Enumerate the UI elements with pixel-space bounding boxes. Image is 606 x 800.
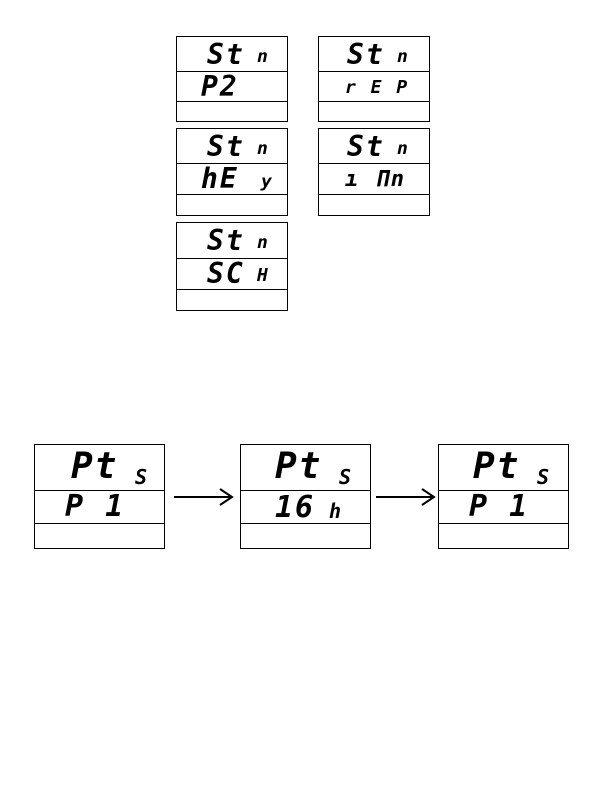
lcd-line2-main: P2 (201, 73, 239, 101)
lcd-panel-pts-p1-end: Pt S P 1 (438, 444, 569, 549)
lcd-line1-sub: n (397, 48, 410, 66)
lcd-panel-stn-imn: St n ı Πn (318, 128, 430, 216)
lcd-line1-sub: S (537, 467, 551, 487)
divider (319, 101, 429, 102)
lcd-line1-sub: n (257, 48, 270, 66)
lcd-panel-stn-hey: St n hE y (176, 128, 288, 216)
lcd-panel-stn-sch: St n SC H (176, 222, 288, 311)
right-arrow-icon (374, 486, 438, 508)
lcd-line1-sub: n (257, 140, 270, 158)
lcd-line1-main: Pt (275, 449, 322, 485)
lcd-line1-main: St (347, 133, 385, 161)
lcd-line1-main: St (207, 133, 245, 161)
divider (319, 194, 429, 195)
lcd-panel-stn-rep: St n r E P (318, 36, 430, 122)
lcd-panel-pts-p1-start: Pt S P 1 (34, 444, 165, 549)
lcd-line1-sub: n (397, 140, 410, 158)
lcd-line2-main: SC (207, 260, 245, 288)
lcd-panel-pts-16h: Pt S 16 h (240, 444, 371, 549)
divider (319, 71, 429, 72)
lcd-line2-sub: ı Πn (345, 169, 406, 191)
lcd-line1-sub: n (257, 234, 270, 252)
lcd-line1-main: St (207, 41, 245, 69)
divider (319, 163, 429, 164)
lcd-line2-main: 16 (275, 493, 315, 523)
lcd-line1-main: St (207, 227, 245, 255)
lcd-line1-main: Pt (473, 449, 520, 485)
lcd-line2-main: P 1 (65, 492, 125, 522)
lcd-line1-sub: S (339, 467, 353, 487)
lcd-line2-sub: y (261, 173, 274, 191)
lcd-line2-sub: h (329, 501, 343, 521)
right-arrow-icon (172, 486, 236, 508)
lcd-panel-stn-p2: St n P2 (176, 36, 288, 122)
lcd-line2-main: hE (201, 165, 239, 193)
lcd-line1-main: Pt (71, 449, 118, 485)
lcd-line2-sub: H (257, 267, 270, 285)
lcd-line2-sub: r E P (345, 79, 409, 97)
lcd-line1-sub: S (135, 467, 149, 487)
lcd-line1-main: St (347, 41, 385, 69)
lcd-line2-main: P 1 (469, 492, 529, 522)
